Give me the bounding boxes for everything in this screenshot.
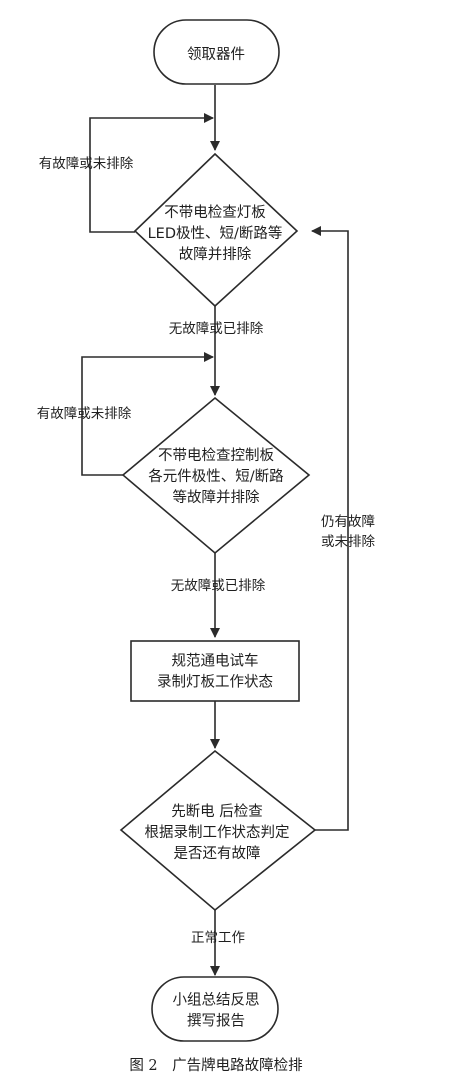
check-board-decision [133, 152, 299, 308]
check-board-label: 不带电检查灯板 LED极性、短/断路等故障并排除 [148, 203, 283, 263]
node-line: 各元件极性、短/断路 [148, 468, 284, 485]
edge-label-pass2: 无故障或已排除 [171, 578, 266, 594]
edge-back-to-board [311, 226, 349, 831]
edge-label-back-1: 仍有故障 [321, 514, 375, 530]
edge-loop-board [89, 113, 214, 233]
end-terminal [151, 976, 279, 1042]
start-terminal-label: 领取器件 [187, 46, 245, 63]
edge-label-loop1: 有故障或未排除 [39, 156, 134, 172]
start-terminal [153, 19, 280, 85]
node-line: 故障并排除 [179, 245, 252, 263]
node-line: 不带电检查控制板 [158, 446, 274, 464]
recheck-decision [119, 749, 317, 912]
edge-label-normal: 正常工作 [191, 930, 245, 946]
edge-label-pass1: 无故障或已排除 [169, 321, 264, 337]
end-terminal-label: 小组总结反思撰写报告 [173, 992, 260, 1030]
node-line: 领取器件 [187, 46, 245, 63]
power-test-process [130, 640, 300, 702]
power-test-label: 规范通电试车录制灯板工作状态 [157, 653, 273, 691]
node-line: 等故障并排除 [173, 488, 260, 506]
recheck-label: 先断电 后检查根据录制工作状态判定是否还有故障 [145, 803, 290, 862]
node-line: 根据录制工作状态判定 [145, 824, 290, 841]
node-line: 撰写报告 [187, 1013, 245, 1030]
check-control-label: 不带电检查控制板各元件极性、短/断路等故障并排除 [148, 446, 284, 506]
node-line: LED极性、短/断路等 [148, 224, 283, 242]
edge-loop-control [81, 352, 214, 476]
figure-caption: 图 2 广告牌电路故障检排 [129, 1056, 302, 1074]
node-line: 规范通电试车 [172, 653, 259, 670]
node-line: 录制灯板工作状态 [157, 673, 273, 691]
node-line: 是否还有故障 [174, 844, 261, 862]
check-control-decision [121, 396, 311, 555]
node-line: 小组总结反思 [173, 992, 260, 1009]
edge-label-loop2: 有故障或未排除 [37, 406, 132, 422]
node-line: 先断电 后检查 [171, 803, 263, 820]
node-line: 不带电检查灯板 [164, 203, 266, 221]
edge-label-back-2: 或未排除 [321, 534, 375, 550]
